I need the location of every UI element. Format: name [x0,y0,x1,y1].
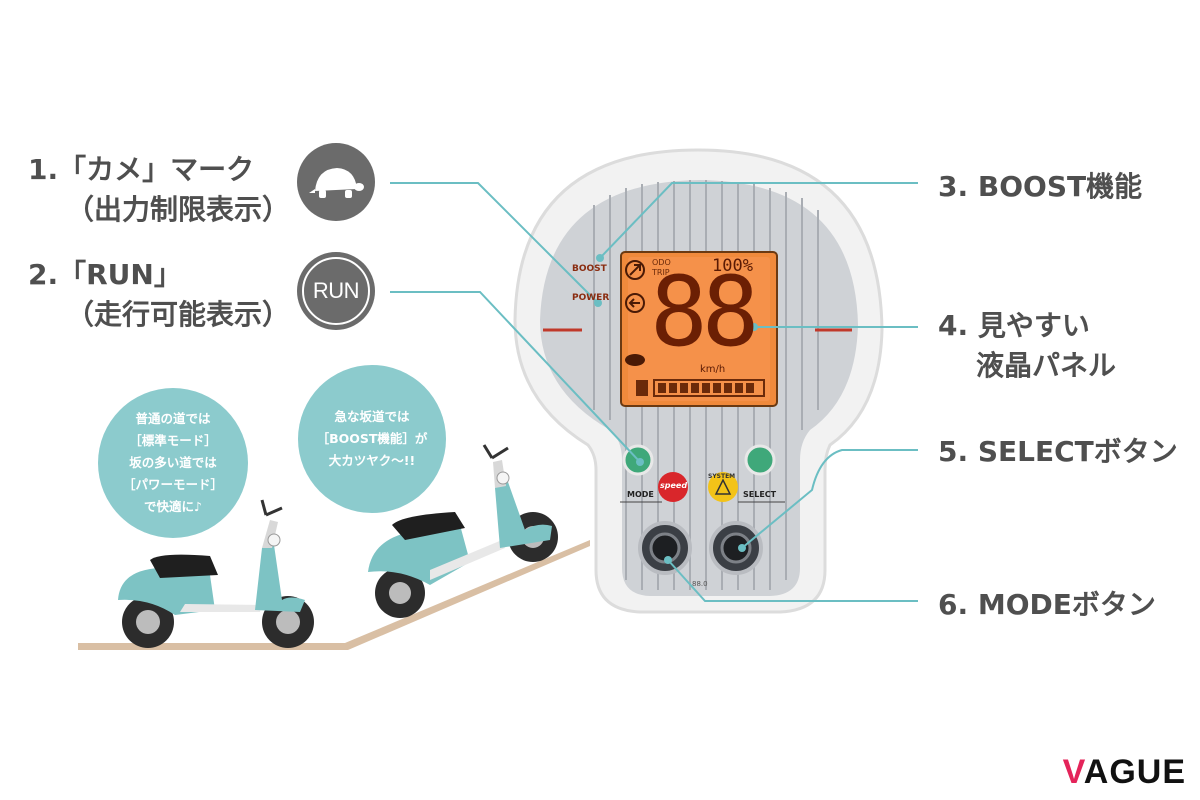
odo-label: ODO [652,258,671,267]
label-turtle-sub: （出力制限表示） [66,193,291,226]
scooter-slope [368,444,558,618]
run-icon: RUN [297,252,375,330]
label-lcd-title: 4. 見やすい [938,309,1090,342]
label-run: 2.「RUN」 （走行可能表示） [28,255,290,335]
label-turtle-title: 1.「カメ」マーク [28,153,255,186]
bubble-line: 大カツヤク〜!! [328,453,416,468]
label-boost: 3. BOOST機能 [938,170,1143,203]
speedometer [513,148,884,614]
label-lcd-sub: 液晶パネル [976,349,1117,382]
power-indicator: POWER [572,293,610,303]
bubble-line: 普通の道では [135,411,211,426]
model-number: 88.0 [692,580,708,588]
speed-readout: 88 [650,256,760,368]
info-bubble-normal: 普通の道では ［標準モード］ 坂の多い道では ［パワーモード］ で快適に♪ [98,388,248,538]
turtle-icon [297,143,375,221]
bubble-line: 坂の多い道では [129,455,217,470]
system-button-label: SYSTEM [708,473,736,480]
battery-percent: 100% [712,256,753,276]
trip-label: TRIP [652,268,670,277]
speed-unit: km/h [700,364,726,375]
vague-logo: VAGUE [1062,753,1186,791]
label-mode-button: 6. MODEボタン [938,588,1156,621]
label-run-sub: （走行可能表示） [66,298,291,331]
label-turtle-mark: 1.「カメ」マーク （出力制限表示） [28,150,290,230]
scooter-flat [118,499,314,648]
label-run-title: 2.「RUN」 [28,258,182,291]
boost-indicator: BOOST [572,264,607,274]
bubble-line: ［標準モード］ [129,433,217,448]
speed-button-label: speed [660,481,688,490]
connector-lines [390,182,918,602]
bubble-line: 急な坂道では [334,409,410,424]
label-lcd: 4. 見やすい 液晶パネル [938,306,1116,386]
mode-label: MODE [627,490,654,499]
bubble-line: で快適に♪ [144,499,202,514]
select-label: SELECT [743,490,777,499]
bubble-line: ［パワーモード］ [122,477,223,492]
bubble-line: ［BOOST機能］が [316,431,428,446]
label-select-button: 5. SELECTボタン [938,435,1178,468]
info-bubble-slope: 急な坂道では ［BOOST機能］が 大カツヤク〜!! [298,365,446,513]
